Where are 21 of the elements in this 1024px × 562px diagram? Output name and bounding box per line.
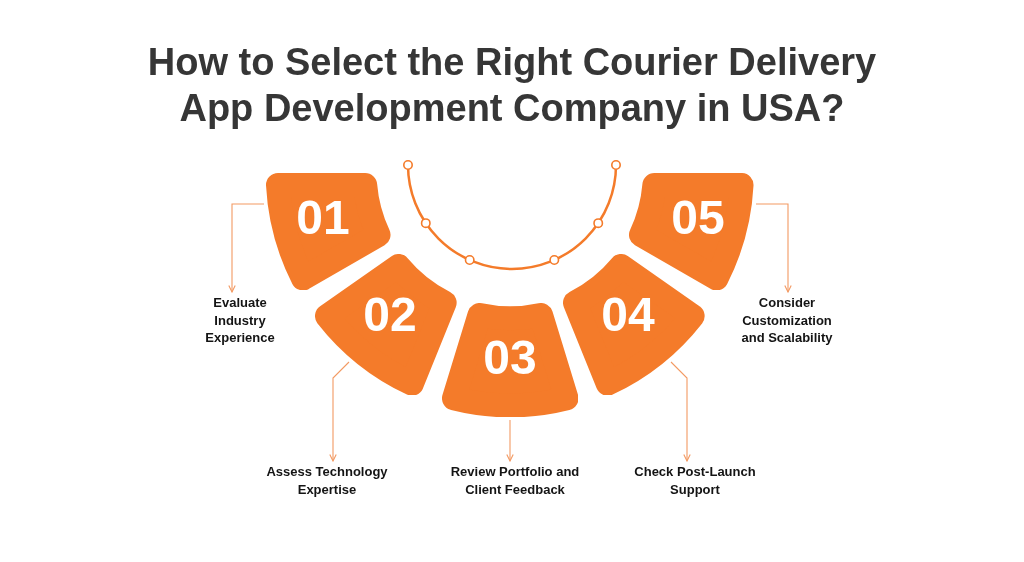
leader-arrow (755, 203, 792, 293)
step-number: 03 (483, 334, 537, 382)
step-number: 05 (671, 194, 725, 242)
title: How to Select the Right Courier Delivery App Development Company in USA? (146, 40, 878, 131)
step-segment (266, 173, 391, 291)
step-segment (563, 253, 705, 396)
leader-arrow (228, 203, 265, 293)
leader-arrow (670, 361, 691, 462)
step-number: 02 (363, 291, 417, 339)
step-label: Review Portfolio and Client Feedback (446, 463, 584, 498)
step-label: Consider Customization and Scalability (739, 294, 835, 347)
leader-arrow (329, 361, 350, 462)
step-label: Check Post-Launch Support (630, 463, 760, 498)
step-segment (315, 253, 457, 396)
step-segment (441, 302, 579, 417)
step-label: Evaluate Industry Experience (201, 294, 279, 347)
step-number: 04 (601, 291, 655, 339)
leader-arrow (506, 419, 514, 462)
step-number: 01 (296, 194, 350, 242)
step-segment (629, 173, 754, 291)
step-label: Assess Technology Expertise (262, 463, 392, 498)
